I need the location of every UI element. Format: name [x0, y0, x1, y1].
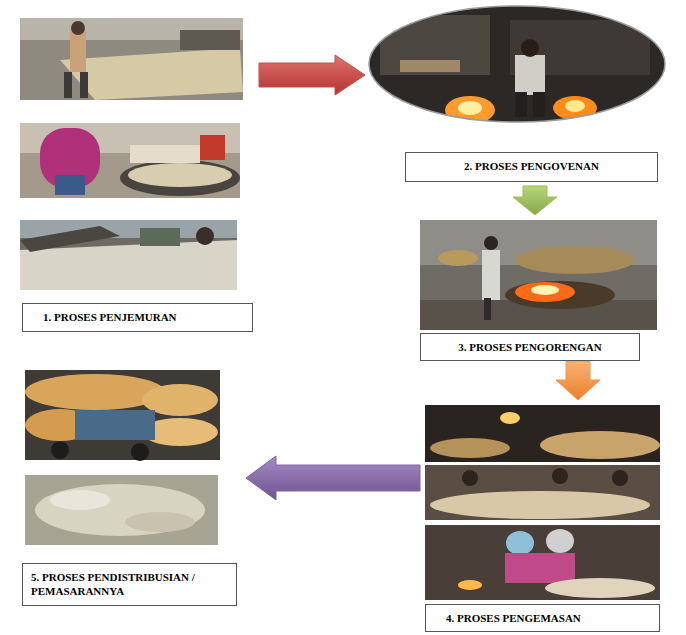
frying-photo	[420, 220, 657, 330]
process-step: 4. PROSES PENGEMASAN	[423, 403, 663, 632]
step-label: 2. PROSES PENGOVENAN	[414, 159, 649, 173]
step-label: 3. PROSES PENGORENGAN	[429, 340, 631, 354]
step-label-box: 1. PROSES PENJEMURAN	[22, 303, 253, 332]
flow-arrow	[259, 55, 365, 95]
step-label-box: 3. PROSES PENGORENGAN	[420, 333, 640, 361]
step-label-box: 4. PROSES PENGEMASAN	[425, 604, 660, 632]
flow-arrow	[246, 456, 420, 500]
step-label: 4. PROSES PENGEMASAN	[446, 611, 651, 625]
drying-photo	[20, 123, 240, 198]
process-step: 1. PROSES PENJEMURAN	[18, 16, 256, 334]
oven-photo	[368, 5, 666, 125]
drying-photo	[20, 220, 237, 290]
flow-arrow	[556, 361, 600, 400]
process-step: 5. PROSES PENDISTRIBUSIAN / PEMASARANNYA	[18, 368, 243, 598]
process-step: 2. PROSES PENGOVENAN	[368, 5, 664, 183]
flow-arrow	[513, 186, 557, 215]
drying-photo	[20, 18, 243, 100]
step-label-box: 5. PROSES PENDISTRIBUSIAN / PEMASARANNYA	[22, 563, 237, 606]
step-label-box: 2. PROSES PENGOVENAN	[405, 152, 658, 182]
step-label: 5. PROSES PENDISTRIBUSIAN / PEMASARANNYA	[31, 570, 228, 599]
distribution-photo	[25, 370, 220, 545]
step-label: 1. PROSES PENJEMURAN	[43, 310, 244, 324]
oval-frame	[369, 6, 665, 122]
process-step: 3. PROSES PENGORENGAN	[418, 218, 660, 358]
packaging-photo	[425, 405, 660, 600]
